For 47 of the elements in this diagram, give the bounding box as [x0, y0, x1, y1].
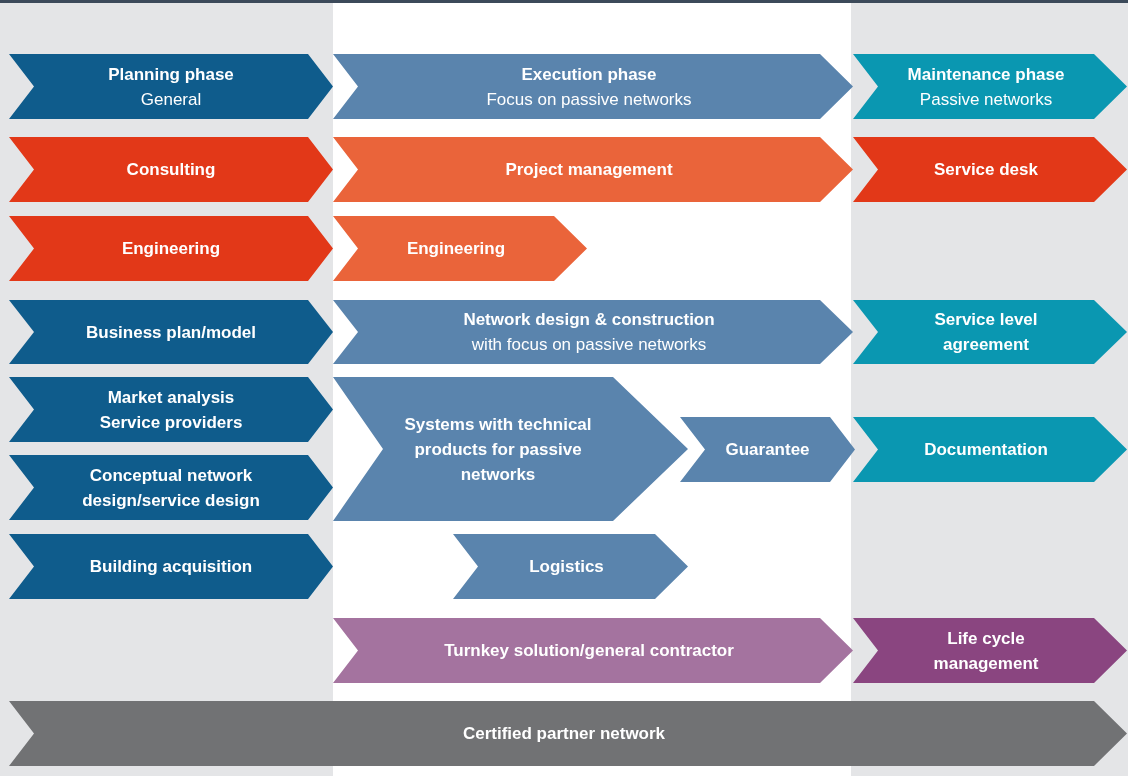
chevron-title: Consulting	[126, 159, 216, 181]
chevron-banner	[9, 701, 1127, 766]
chevron-title: Engineering	[406, 238, 506, 260]
chevron-banner	[853, 300, 1127, 364]
chevron-banner	[680, 417, 855, 482]
chevron-subtitle: General	[140, 88, 202, 111]
chevron-banner	[9, 534, 333, 599]
chevron-title: Life cycle management	[932, 627, 1040, 675]
chevron-banner	[853, 618, 1127, 683]
chevron-title: Business plan/model	[85, 321, 256, 344]
chevron-subtitle: Service providers	[99, 411, 243, 434]
chevron-title: Service desk	[934, 159, 1038, 181]
chevron-banner	[453, 534, 688, 599]
chevron-banner	[333, 618, 853, 683]
chevron-banner	[333, 216, 587, 281]
chevron-banner	[333, 377, 688, 521]
chevron-title: Market analysis	[107, 386, 235, 409]
chevron-title: Building acquisition	[89, 556, 253, 578]
chevron-banner	[9, 455, 333, 520]
chevron-banner	[853, 54, 1127, 119]
chevron-banner	[9, 137, 333, 202]
chevron-title: Guarantee	[725, 439, 810, 461]
chevron-banner	[9, 54, 333, 119]
chevron-banner	[853, 417, 1127, 482]
chevron-subtitle: Passive networks	[919, 88, 1053, 111]
chevron-banner	[9, 377, 333, 442]
chevron-title: Network design & construction	[463, 309, 715, 331]
chevron-banner	[9, 216, 333, 281]
chevron-banner	[333, 54, 853, 119]
chevron-title: Certified partner network	[462, 723, 666, 745]
chevron-title: Execution phase	[521, 63, 657, 86]
chevron-banner	[853, 137, 1127, 202]
chevron-title: Engineering	[121, 238, 221, 260]
chevron-subtitle: Focus on passive networks	[486, 88, 692, 111]
chevron-title: Logistics	[529, 556, 604, 578]
chevron-banner	[9, 300, 333, 364]
chevron-title: Turnkey solution/general contractor	[444, 640, 734, 662]
chevron-title: Planning phase	[108, 63, 234, 86]
chevron-subtitle: with focus on passive networks	[471, 334, 707, 356]
chevron-title: Systems with technical products for passive networks	[403, 413, 593, 486]
chevron-banner	[333, 300, 853, 364]
chevron-title: Project management	[505, 159, 673, 181]
chevron-title: Service level agreement	[933, 309, 1039, 356]
chevron-title: Conceptual network design/service design	[81, 464, 261, 512]
chevron-title: Maintenance phase	[907, 63, 1065, 86]
chevron-banner	[333, 137, 853, 202]
chevron-title: Documentation	[924, 439, 1048, 461]
